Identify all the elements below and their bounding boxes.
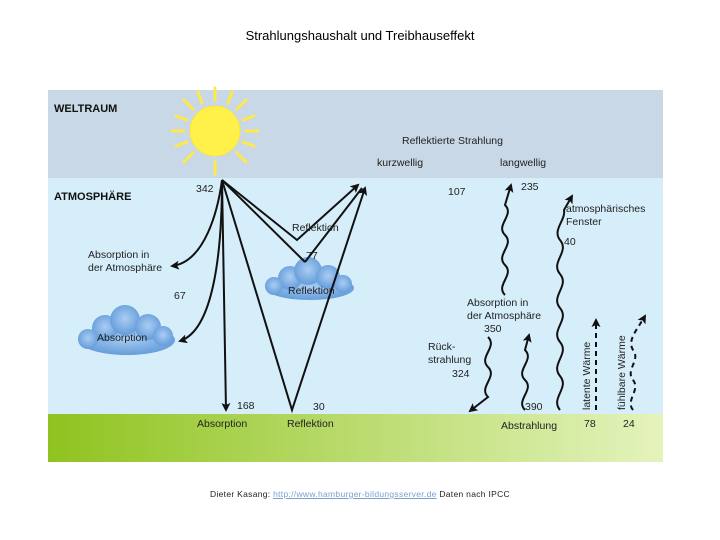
window-label-1: atmosphärisches <box>566 203 645 215</box>
longwave-label: langwellig <box>500 157 546 169</box>
sensible-label: fühlbare Wärme <box>616 335 628 410</box>
shortwave-arrows <box>170 179 368 414</box>
reflection-cloud-arrow <box>221 179 306 263</box>
ground-reflect-label: Reflektion <box>287 418 334 430</box>
back-value: 324 <box>452 368 470 380</box>
reflection-clouds-top-label: Reflektion <box>292 222 339 234</box>
cloud-absorption <box>78 305 175 355</box>
latent-value: 78 <box>584 418 596 430</box>
atm-absorb-value: 350 <box>484 323 502 335</box>
emission-label: Abstrahlung <box>501 420 557 432</box>
atmospheric-window-arrow <box>556 194 573 411</box>
window-label-2: Fenster <box>566 216 602 228</box>
back-label-2: strahlung <box>428 354 471 366</box>
footer: Dieter Kasang: http://www.hamburger-bild… <box>0 489 720 499</box>
window-value: 40 <box>564 236 576 248</box>
page-title: Strahlungshaushalt und Treibhauseffekt <box>245 28 475 43</box>
footer-link[interactable]: http://www.hamburger-bildungsserver.de <box>273 489 437 499</box>
back-radiation-arrow <box>468 336 492 413</box>
sensible-value: 24 <box>623 418 635 430</box>
atmosphere-label: ATMOSPHÄRE <box>54 190 131 203</box>
absorption-cloud-arrow <box>178 179 223 344</box>
outgoing-longwave-arrow <box>501 183 514 296</box>
footer-source: Daten nach IPCC <box>436 489 510 499</box>
space-label: WELTRAUM <box>54 103 117 115</box>
absorption-value: 67 <box>174 290 186 302</box>
latent-label: latente Wärme <box>581 342 593 410</box>
atm-absorb-label-1: Absorption in <box>467 297 528 309</box>
ground-band <box>48 414 663 462</box>
ground-reflection-arrow <box>221 179 368 414</box>
ground-reflect-value: 30 <box>313 401 325 413</box>
sun-icon <box>170 86 260 176</box>
back-label-1: Rück- <box>428 341 456 353</box>
incoming-value: 342 <box>196 183 214 195</box>
shortwave-label: kurzwellig <box>377 157 423 169</box>
footer-author: Dieter Kasang: <box>210 489 274 499</box>
out-short-value: 107 <box>448 186 466 198</box>
incoming-to-ground-arrow <box>221 179 231 412</box>
cloud-reflection <box>265 257 354 300</box>
out-long-value: 235 <box>521 181 539 193</box>
ground-absorb-value: 168 <box>237 400 255 412</box>
surface-emission-arrow <box>521 333 532 411</box>
reflection-clouds-value: 77 <box>306 250 318 262</box>
absorption-atm-arrow <box>170 179 223 270</box>
reflected-label: Reflektierte Strahlung <box>402 135 503 147</box>
atm-absorb-label-2: der Atmosphäre <box>467 310 541 322</box>
reflection-atm-arrow <box>221 179 360 242</box>
sensible-heat-arrow <box>629 314 646 411</box>
absorption-atm-label-2: der Atmosphäre <box>88 262 162 274</box>
cloud-absorption-label: Absorption <box>97 332 147 344</box>
space-band <box>48 90 663 178</box>
emission-value: 390 <box>525 401 543 413</box>
cloud-reflection-label: Reflektion <box>288 285 335 297</box>
absorption-atm-label-1: Absorption in <box>88 249 149 261</box>
ground-absorb-label: Absorption <box>197 418 247 430</box>
longwave-arrows <box>468 183 646 413</box>
reflection-cloud-up-arrow <box>304 187 363 263</box>
